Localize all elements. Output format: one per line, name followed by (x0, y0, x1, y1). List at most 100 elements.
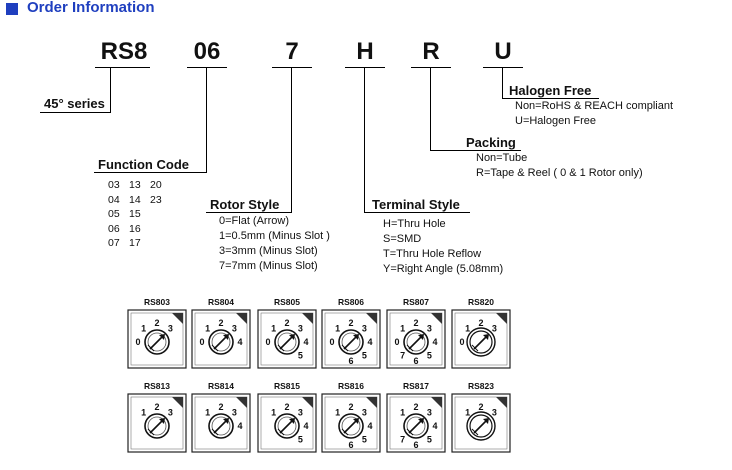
switch-digit: 2 (284, 318, 289, 328)
switch-pointer-arrow (223, 334, 229, 340)
switch-model-label: RS804 (208, 297, 234, 307)
code-underline (187, 67, 227, 68)
code-underline (272, 67, 312, 68)
switch-corner-notch (366, 397, 377, 408)
switch-pointer-arrow (289, 334, 295, 340)
switch-pointer (279, 335, 294, 350)
switch-digit: 5 (362, 434, 367, 444)
switch-pointer (343, 419, 358, 434)
switch-corner-notch (236, 313, 247, 324)
switch-pointer-arrow (159, 418, 165, 424)
switch-pointer-arrow (483, 334, 489, 340)
switch-pointer-arrow (418, 334, 424, 340)
switch-pointer (408, 419, 423, 434)
switch-digit: 3 (232, 324, 237, 334)
switch-model-label: RS816 (338, 381, 364, 391)
switch-inner-frame (130, 396, 184, 450)
switch-housing (127, 393, 187, 453)
switch-digit: 0 (135, 337, 140, 347)
switch-pointer-arrow (353, 418, 359, 424)
switch-slot-mark (277, 344, 285, 352)
switch-digit: 2 (478, 402, 483, 412)
switch-inner-frame (454, 396, 508, 450)
terminal-style-item: S=SMD (383, 233, 422, 245)
switch-corner-notch (236, 397, 247, 408)
rotor-style-item: 1=0.5mm (Minus Slot ) (219, 230, 330, 242)
switch-digit: 2 (154, 402, 159, 412)
code-part-series: RS8 (100, 38, 148, 65)
switch-corner-notch (496, 397, 507, 408)
code-underline (411, 67, 451, 68)
switch-digit: 1 (271, 408, 276, 418)
function-code-underline (94, 172, 207, 173)
switch-digit: 4 (367, 421, 372, 431)
switch-digit: 1 (335, 324, 340, 334)
switch-dial-inner (341, 332, 361, 352)
switch-digit: 5 (298, 434, 303, 444)
switch-digit: 3 (427, 408, 432, 418)
switch-digit: 1 (465, 408, 470, 418)
switch-slot-mark (277, 428, 285, 436)
halogen-free-item: U=Halogen Free (515, 115, 597, 127)
code-part-packing: R (422, 38, 440, 65)
switch-digit: 7 (400, 350, 405, 360)
switch-digit: 2 (413, 402, 418, 412)
switch-model-label: RS823 (468, 381, 494, 391)
terminal-style-item: T=Thru Hole Reflow (383, 248, 482, 260)
switch-digit: 3 (168, 408, 173, 418)
switch-pointer (279, 419, 294, 434)
switch-digit: 1 (335, 408, 340, 418)
switch-digit: 1 (271, 324, 276, 334)
switch-corner-notch (431, 397, 442, 408)
switch-digit: 5 (427, 434, 432, 444)
series-label: 45° series (44, 96, 105, 111)
code-part-rotor: 7 (285, 38, 299, 65)
switch-digit: 4 (303, 421, 308, 431)
switch-pointer-arrow (353, 334, 359, 340)
switch-inner-frame (194, 396, 248, 450)
switch-dial-inner (341, 416, 361, 436)
switch-pointer (343, 335, 358, 350)
switch-pointer (213, 335, 228, 350)
switch-inner-frame (324, 396, 378, 450)
switch-corner-notch (366, 313, 377, 324)
switch-digit: 4 (303, 337, 308, 347)
switch-pointer (473, 335, 488, 350)
switch-digit: 4 (237, 421, 242, 431)
switch-inner-frame (130, 312, 184, 366)
switch-pointer-arrow (289, 418, 295, 424)
switch-digit: 3 (362, 324, 367, 334)
switch-corner-notch (431, 313, 442, 324)
switch-digit: 5 (298, 350, 303, 360)
switch-digit: 3 (427, 324, 432, 334)
switch-digit: 2 (413, 318, 418, 328)
switch-model-label: RS805 (274, 297, 300, 307)
switch-inner-frame (454, 312, 508, 366)
switch-corner-notch (302, 313, 313, 324)
switch-dial-inner (211, 416, 231, 436)
terminal-style-title: Terminal Style (372, 197, 460, 212)
switch-digit: 2 (348, 402, 353, 412)
rotor-style-item: 0=Flat (Arrow) (219, 215, 289, 227)
switch-pointer-arrow (159, 334, 165, 340)
switch-pointer (408, 335, 423, 350)
switch-dial-inner (406, 332, 426, 352)
switch-dial-inner (211, 332, 231, 352)
switch-corner-notch (496, 313, 507, 324)
switch-digit: 1 (205, 324, 210, 334)
